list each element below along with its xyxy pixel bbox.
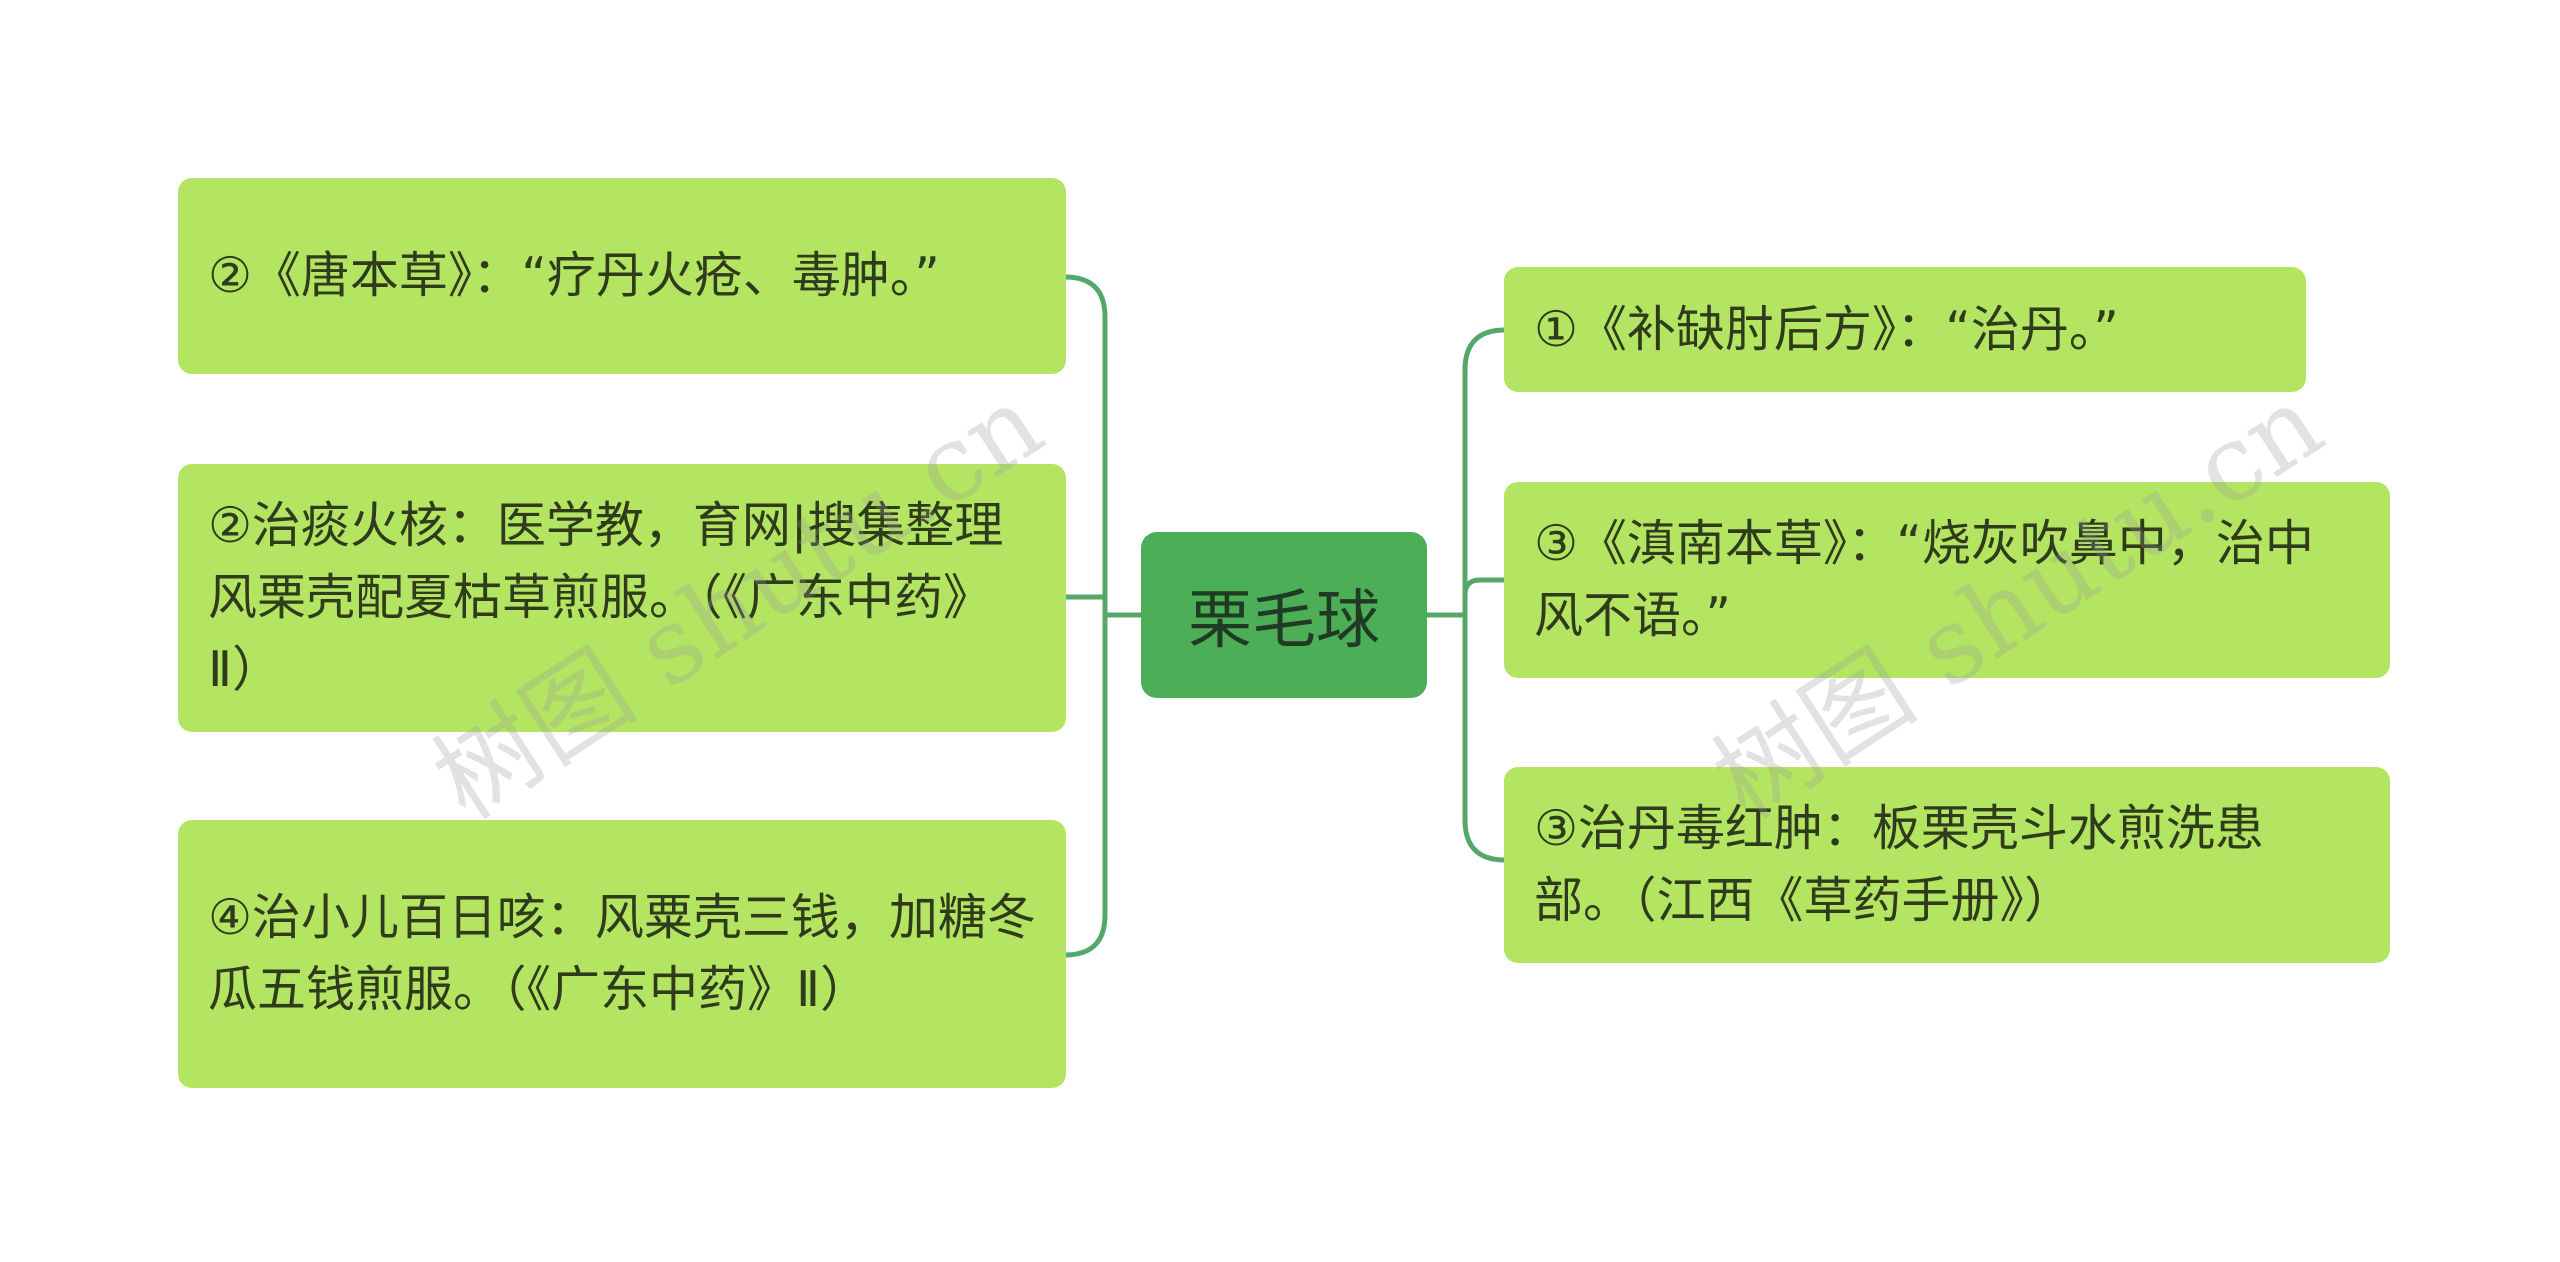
connector-left-trunk xyxy=(1064,274,1108,958)
node-bairike[interactable]: ④治小儿百日咳：风粟壳三钱，加糖冬瓜五钱煎服。（《广东中药》Ⅱ） xyxy=(178,820,1066,1088)
node-diannan-bencao[interactable]: ③《滇南本草》：“烧灰吹鼻中，治中风不语。” xyxy=(1504,482,2390,678)
center-topic-label: 栗毛球 xyxy=(1188,584,1380,658)
node-tanhuo-he[interactable]: ②治痰火核：医学教，育网|搜集整理风栗壳配夏枯草煎服。（《广东中药》Ⅱ） xyxy=(178,464,1066,732)
node-zhouhou-fang[interactable]: ①《补缺肘后方》：“治丹。” xyxy=(1504,267,2306,392)
node-tang-bencao-text: ②《唐本草》：“疗丹火疮、毒肿。” xyxy=(208,247,940,304)
node-diannan-bencao-text: ③《滇南本草》：“烧灰吹鼻中，治中风不语。” xyxy=(1534,515,2314,644)
node-tanhuo-he-text: ②治痰火核：医学教，育网|搜集整理风栗壳配夏枯草煎服。（《广东中药》Ⅱ） xyxy=(208,497,1004,698)
node-zhouhou-fang-text: ①《补缺肘后方》：“治丹。” xyxy=(1534,300,2119,358)
connector-right-trunk xyxy=(1462,327,1506,863)
node-tang-bencao[interactable]: ②《唐本草》：“疗丹火疮、毒肿。” xyxy=(178,178,1066,374)
node-bairike-text: ④治小儿百日咳：风粟壳三钱，加糖冬瓜五钱煎服。（《广东中药》Ⅱ） xyxy=(208,889,1036,1018)
center-topic[interactable]: 栗毛球 xyxy=(1141,532,1427,698)
connector-right-mid xyxy=(1462,577,1505,596)
node-dandu-hongzhong-text: ③治丹毒红肿：板栗壳斗水煎洗患部。（江西《草药手册》） xyxy=(1534,800,2264,929)
node-dandu-hongzhong[interactable]: ③治丹毒红肿：板栗壳斗水煎洗患部。（江西《草药手册》） xyxy=(1504,767,2390,963)
